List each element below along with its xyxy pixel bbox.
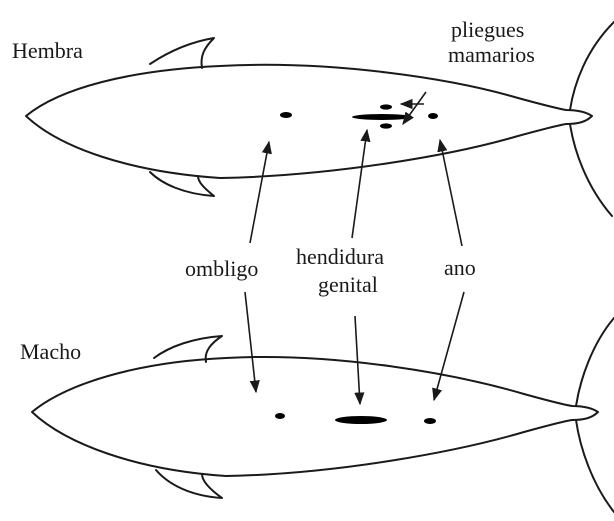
male-body-outline <box>31 355 599 477</box>
label-anus: ano <box>444 255 476 280</box>
male-anus-mark <box>424 418 436 424</box>
female-body-outline <box>25 63 593 179</box>
genital-arrow-down <box>354 315 365 406</box>
label-male: Macho <box>20 339 81 364</box>
male-upper-flipper <box>153 335 223 363</box>
male-lower-flipper <box>155 469 223 499</box>
female-mammary-fold-mark <box>380 123 392 129</box>
label-genital-slit-line2: genital <box>318 272 378 297</box>
anus-arrow-up <box>437 138 463 247</box>
label-genital-slit-line1: hendidura <box>296 244 384 269</box>
umbilicus-arrow-up <box>249 140 272 244</box>
female-lower-flipper <box>149 171 215 197</box>
female-upper-flipper <box>149 37 215 69</box>
label-mammary-folds-line1: pliegues <box>451 17 524 42</box>
male-tail-fluke <box>575 317 614 513</box>
female-anus-mark <box>428 113 438 119</box>
label-umbilicus: ombligo <box>185 256 258 281</box>
genital-arrow-up <box>351 128 371 239</box>
male-genital-slit-mark <box>335 416 387 424</box>
female-umbilicus-mark <box>280 112 292 118</box>
label-mammary-folds-line2: mamarios <box>448 42 535 67</box>
label-female: Hembra <box>12 38 83 63</box>
male-umbilicus-mark <box>275 413 285 419</box>
pointer-arrows <box>244 91 465 406</box>
female-tail-fluke <box>569 21 614 217</box>
anus-arrow-down <box>432 291 465 402</box>
umbilicus-arrow-down <box>244 291 260 394</box>
female-dolphin <box>25 21 614 217</box>
male-dolphin <box>31 317 614 513</box>
female-genital-slit-mark <box>352 114 412 120</box>
mammary-arrow-lower <box>402 91 427 126</box>
female-mammary-fold-mark <box>380 104 392 110</box>
